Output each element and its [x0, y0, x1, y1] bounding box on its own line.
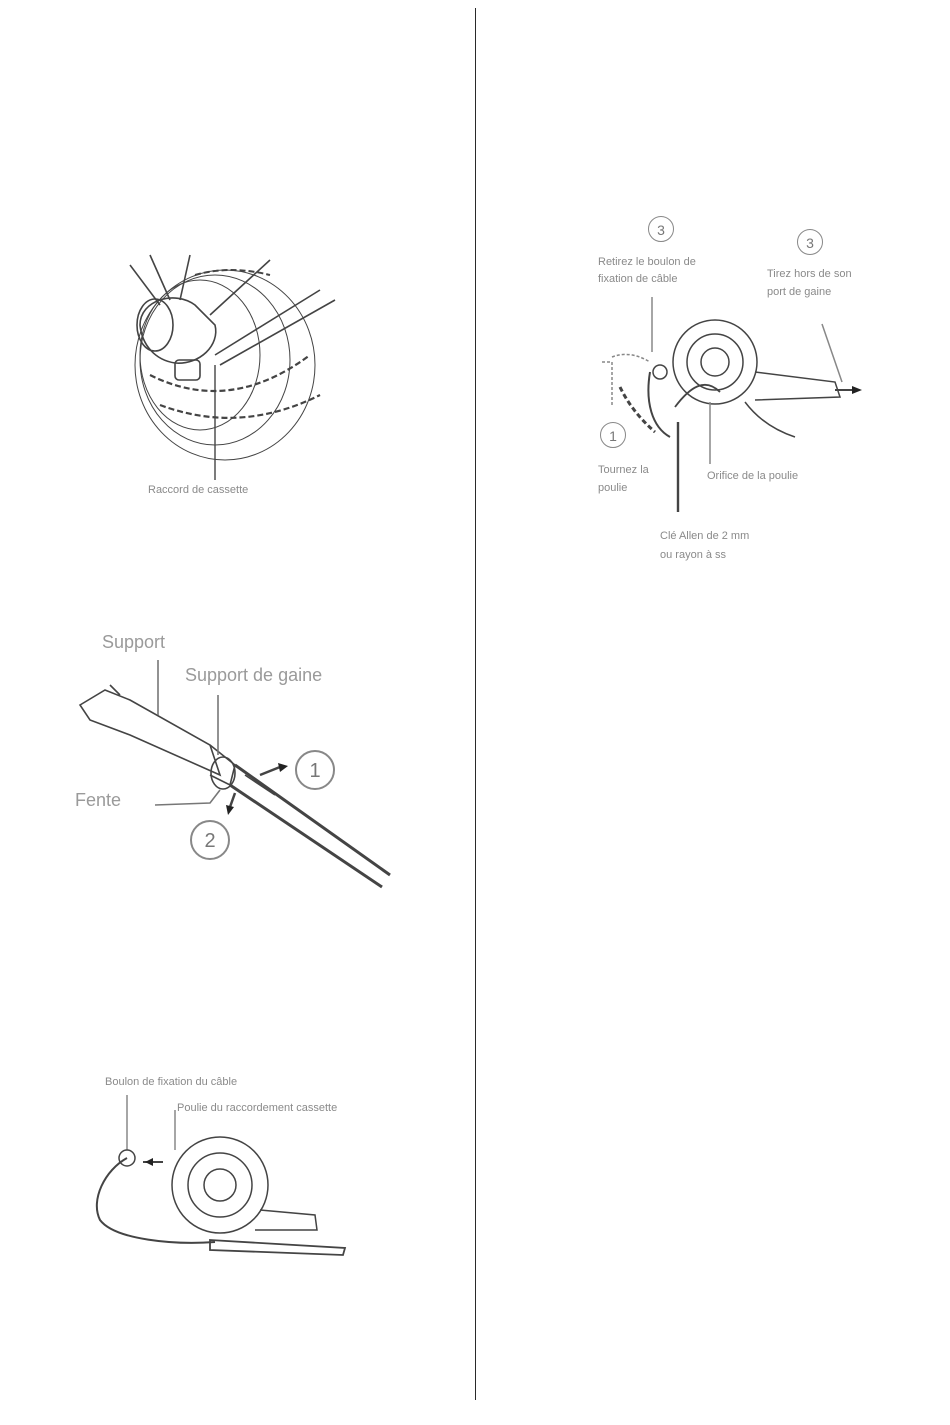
label-hex-key-line2: ou rayon à ss — [660, 549, 726, 561]
step-2-badge: 2 — [190, 820, 230, 860]
label-support: Support — [102, 632, 165, 653]
label-pulley-hole: Orifice de la poulie — [707, 470, 798, 482]
label-hex-key-line1: Clé Allen de 2 mm — [660, 530, 749, 542]
label-cassette-joint-pulley: Poulie du raccordement cassette — [177, 1102, 337, 1114]
housing-support-illustration — [70, 625, 400, 885]
step-1-badge: 1 — [600, 422, 626, 448]
label-turn-pulley-line2: poulie — [598, 482, 627, 494]
label-cassette-joint: Raccord de cassette — [148, 484, 248, 496]
cassette-joint-illustration — [120, 245, 350, 505]
figure-pulley-removal: 3 3 1 Retirez le boulon de fixation de c… — [590, 212, 880, 572]
label-slot: Fente — [75, 790, 121, 811]
figure-housing-support: Support Support de gaine Fente 1 2 — [70, 625, 400, 885]
column-divider — [475, 8, 476, 1400]
figure-cassette-joint: Raccord de cassette — [120, 245, 350, 505]
label-pull-housing-line2: port de gaine — [767, 286, 831, 298]
label-remove-bolt-line1: Retirez le boulon de — [598, 256, 696, 268]
label-remove-bolt-line2: fixation de câble — [598, 273, 678, 285]
label-cable-fixing-bolt: Boulon de fixation du câble — [105, 1076, 237, 1088]
step-1-badge: 1 — [295, 750, 335, 790]
step-3-badge-left: 3 — [648, 216, 674, 242]
figure-cable-fixing-bolt: Boulon de fixation du câble Poulie du ra… — [85, 1070, 360, 1260]
cable-fixing-bolt-illustration — [85, 1070, 360, 1260]
label-turn-pulley-line1: Tournez la — [598, 464, 649, 476]
label-pull-housing-line1: Tirez hors de son — [767, 268, 852, 280]
step-3-badge-right: 3 — [797, 229, 823, 255]
label-housing-support: Support de gaine — [185, 665, 322, 686]
